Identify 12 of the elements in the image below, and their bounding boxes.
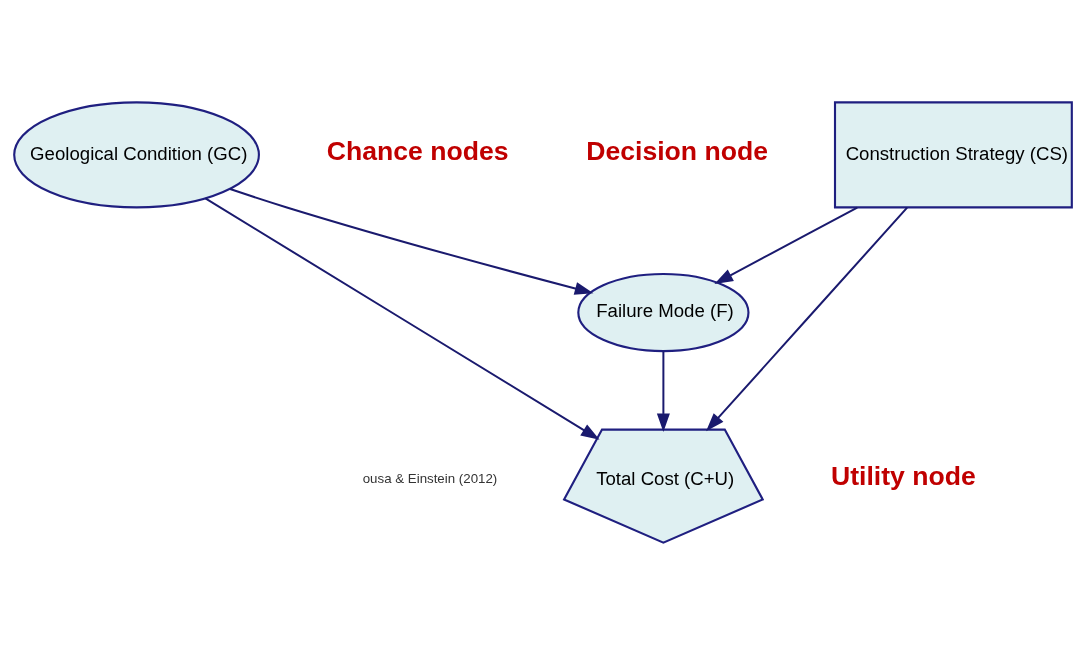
arrow: [714, 206, 859, 284]
arrow: [229, 188, 594, 295]
label: Utility node: [831, 461, 976, 492]
arrow: [204, 197, 600, 440]
node-ellipse: Geological Condition (GC): [13, 101, 260, 209]
arrow: [706, 206, 909, 432]
node-box: Construction Strategy (CS): [833, 101, 1073, 209]
label: Chance nodes: [326, 136, 509, 167]
label: Decision node: [586, 136, 768, 167]
arrow: [656, 350, 670, 433]
label: ousa & Einstein (2012): [362, 471, 498, 487]
node-ellipse: Failure Mode (F): [577, 272, 750, 353]
